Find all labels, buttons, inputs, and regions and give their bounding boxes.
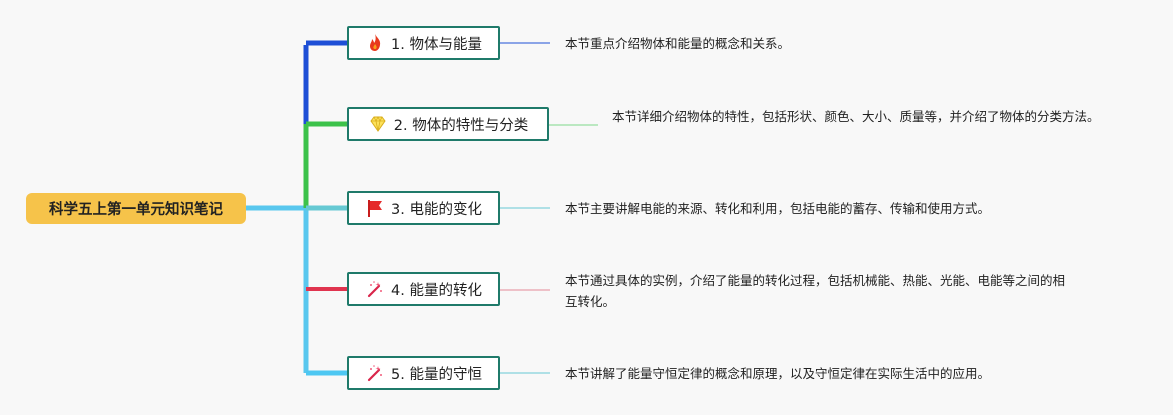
topic-label-5: 5. 能量的守恒: [391, 366, 482, 383]
topic-label-1: 1. 物体与能量: [391, 36, 482, 53]
fire-icon: [365, 33, 385, 53]
topic-description-3: 本节主要讲解电能的来源、转化和利用，包括电能的蓄存、传输和使用方式。: [565, 201, 991, 216]
topic-description-5: 本节讲解了能量守恒定律的概念和原理，以及守恒定律在实际生活中的应用。: [565, 366, 991, 381]
topic-node-1[interactable]: 1. 物体与能量: [347, 26, 500, 60]
topic-description-1: 本节重点介绍物体和能量的概念和关系。: [565, 36, 791, 51]
topic-node-5[interactable]: 5. 能量的守恒: [347, 356, 500, 390]
topic-node-2[interactable]: 2. 物体的特性与分类: [347, 107, 549, 141]
flag-icon: [365, 198, 385, 218]
root-topic[interactable]: 科学五上第一单元知识笔记: [26, 193, 246, 224]
topic-label-4: 4. 能量的转化: [391, 282, 482, 299]
root-title: 科学五上第一单元知识笔记: [49, 202, 223, 218]
topic-description-4: 本节通过具体的实例，介绍了能量的转化过程，包括机械能、热能、光能、电能等之间的相…: [565, 273, 1066, 309]
diamond-icon: [368, 114, 388, 134]
topic-node-4[interactable]: 4. 能量的转化: [347, 272, 500, 306]
magic-wand-icon: [365, 279, 385, 299]
topic-label-3: 3. 电能的变化: [391, 201, 482, 218]
topic-node-3[interactable]: 3. 电能的变化: [347, 191, 500, 225]
topic-description-2: 本节详细介绍物体的特性，包括形状、颜色、大小、质量等，并介绍了物体的分类方法。: [612, 109, 1100, 124]
magic-wand-icon: [365, 363, 385, 383]
topic-label-2: 2. 物体的特性与分类: [393, 117, 529, 134]
